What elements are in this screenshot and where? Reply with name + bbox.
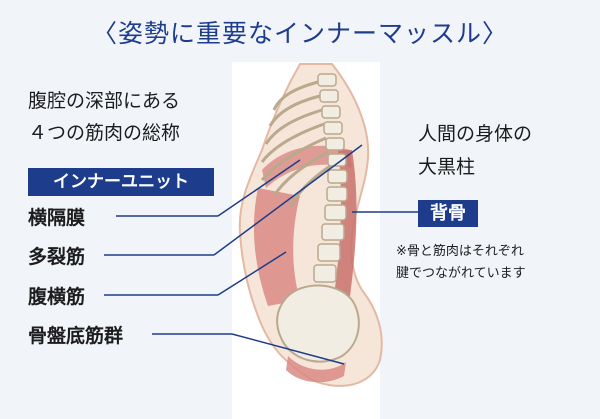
inner-unit-badge: インナーユニット [28,168,214,196]
muscle-label-pelvic-floor: 骨盤底筋群 [28,325,124,347]
page-title: 〈姿勢に重要なインナーマッスル〉 [91,19,508,48]
spine-description-line1: 人間の身体の [418,123,533,145]
muscle-label-multifidus: 多裂筋 [28,246,86,268]
spine-badge: 背骨 [418,200,478,227]
leader-diaphragm-to-figure [217,159,301,217]
inner-unit-description-line1: 腹腔の深部にある [28,90,181,112]
inner-unit-description-line2: ４つの筋肉の総称 [28,122,181,144]
tendon-note-line1: ※骨と筋肉はそれぞれ [396,244,524,259]
muscle-label-diaphragm: 横隔膜 [28,207,86,229]
tendon-note-line2: 腱でつながれています [396,266,526,281]
spine-vertebrae [313,73,348,283]
rib-cage [260,80,331,209]
muscle-label-transverse-abdominis: 腹横筋 [28,286,86,308]
pelvic-floor-muscle [286,356,346,383]
leader-multifidus-to-figure [213,144,363,256]
pelvis-bone [276,284,360,363]
leader-pelvic-floor-to-figure [231,333,345,365]
spine-description-line2: 大黒柱 [418,156,476,178]
leader-transverse-to-figure [217,251,287,296]
